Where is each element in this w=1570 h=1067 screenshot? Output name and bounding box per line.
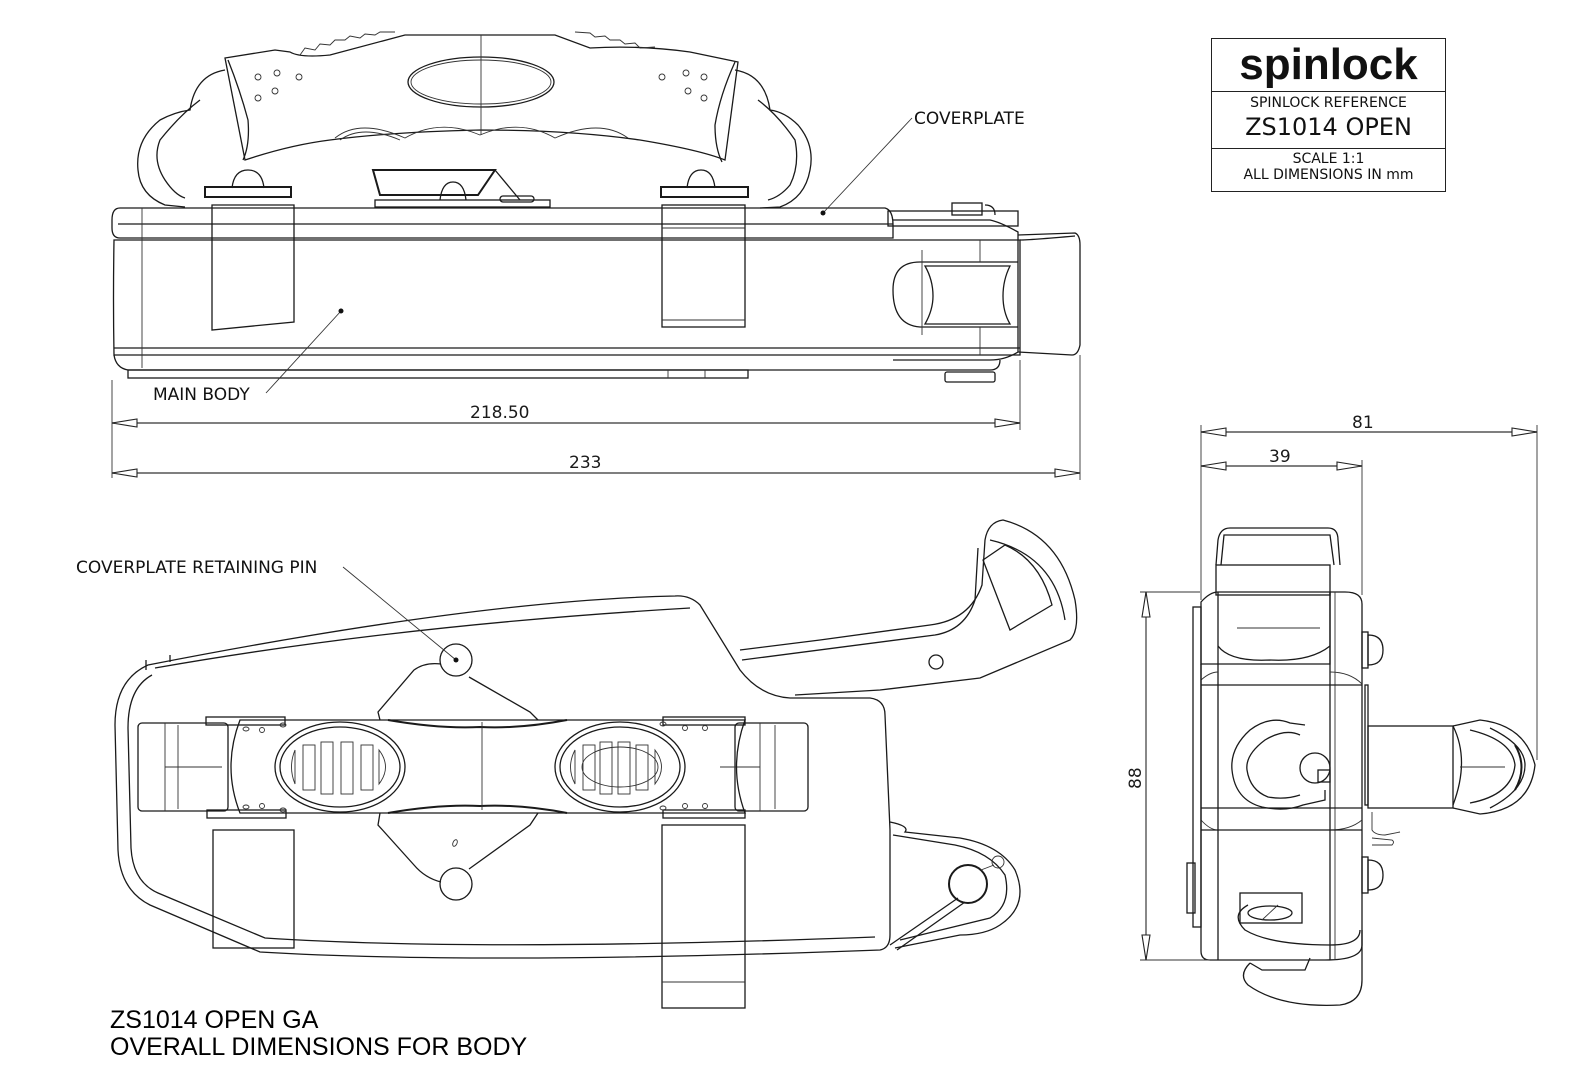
dim-39-value: 39	[1269, 447, 1291, 467]
drawing-caption: ZS1014 OPEN GA OVERALL DIMENSIONS FOR BO…	[110, 1007, 527, 1061]
dim-233-value: 233	[569, 453, 601, 473]
retaining-pin-label: COVERPLATE RETAINING PIN	[76, 558, 317, 578]
strap-bar	[137, 716, 809, 819]
caption-line-1: ZS1014 OPEN GA	[110, 1006, 319, 1034]
reference-value: ZS1014 OPEN	[1245, 113, 1412, 141]
logo-text: spinlock	[1239, 40, 1418, 89]
cam-fitting	[371, 169, 551, 208]
dimension-233: 233	[111, 355, 1081, 480]
rivet-holes	[242, 721, 708, 813]
dim-88-value: 88	[1126, 767, 1146, 789]
handle-grip	[137, 31, 812, 209]
coverplate-callout: COVERPLATE	[820, 109, 1025, 216]
side-view: COVERPLATE MAIN BODY 218.50 233	[111, 31, 1081, 480]
rivet-holes-right	[658, 69, 708, 102]
main-body-callout: MAIN BODY	[153, 308, 344, 405]
end-view	[1186, 527, 1536, 1006]
dimension-88: 88	[1126, 591, 1210, 961]
main-body-side	[111, 202, 1081, 383]
dimension-218-50: 218.50	[111, 360, 1021, 478]
dimension-39: 39	[1200, 447, 1363, 595]
scale-section: SCALE 1:1 ALL DIMENSIONS IN mm	[1212, 149, 1445, 183]
units-note: ALL DIMENSIONS IN mm	[1243, 167, 1414, 183]
grip-slots-left	[291, 741, 386, 795]
caption-line-2: OVERALL DIMENSIONS FOR BODY	[110, 1033, 528, 1061]
main-body-label: MAIN BODY	[153, 385, 250, 405]
retaining-pin-callout: COVERPLATE RETAINING PIN	[76, 558, 459, 663]
dim-81-value: 81	[1352, 413, 1374, 433]
title-block: spinlock SPINLOCK REFERENCE ZS1014 OPEN …	[1211, 38, 1446, 192]
coverplate-diamond	[377, 643, 539, 901]
dimension-81: 81	[1200, 413, 1538, 760]
reference-section: SPINLOCK REFERENCE ZS1014 OPEN	[1212, 92, 1445, 149]
spinlock-logo: spinlock	[1212, 39, 1445, 92]
coverplate-label: COVERPLATE	[914, 109, 1025, 129]
scale-text: SCALE 1:1	[1292, 151, 1365, 167]
plan-view: COVERPLATE RETAINING PIN	[76, 519, 1078, 1009]
grip-slots-right	[570, 741, 662, 795]
dim-218-50-value: 218.50	[470, 403, 529, 423]
rivet-holes-left	[254, 69, 303, 102]
reference-label: SPINLOCK REFERENCE	[1250, 95, 1407, 111]
